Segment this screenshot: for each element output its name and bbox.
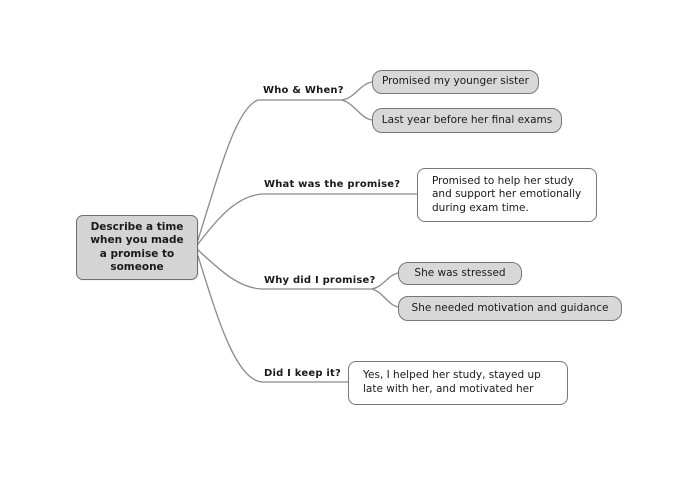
connector-central-branch-2 [197,193,405,245]
note-kept-promise: Yes, I helped her study, stayed up late … [348,361,568,405]
connector-branch-3-child-2 [371,288,399,308]
leaf-stressed: She was stressed [398,262,522,285]
branch-label-what-promise: What was the promise? [264,179,401,190]
central-topic: Describe a time when you made a promise … [76,215,198,280]
note-promise-details: Promised to help her study and support h… [417,168,597,222]
leaf-final-exams: Last year before her final exams [372,108,562,133]
leaf-motivation-guidance: She needed motivation and guidance [398,296,622,321]
leaf-younger-sister: Promised my younger sister [372,70,539,94]
branch-label-why-promise: Why did I promise? [264,275,376,286]
connector-central-branch-1 [197,99,343,241]
branch-label-who-when: Who & When? [263,85,344,96]
connector-branch-1-child-2 [341,99,373,121]
connector-branch-3-child-1 [371,272,399,290]
connector-branch-1-child-1 [341,81,373,101]
branch-label-kept-promise: Did I keep it? [264,368,341,379]
connector-central-branch-3 [197,249,373,290]
connector-central-branch-4 [197,255,337,383]
